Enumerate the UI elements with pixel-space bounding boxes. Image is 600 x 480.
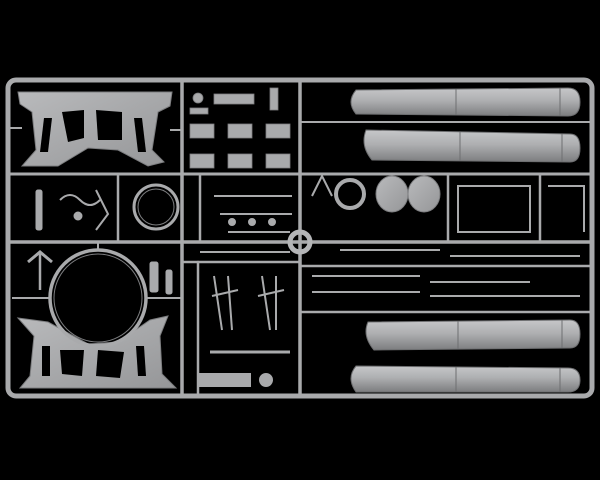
small-ring-part <box>132 183 180 231</box>
cradle-plate-upper <box>8 91 182 167</box>
barrel-half-3 <box>365 319 581 351</box>
central-gate-ring <box>287 229 313 255</box>
barrel-half-1 <box>350 87 581 117</box>
rod-parts <box>312 185 585 297</box>
cradle-plate-lower <box>16 315 178 389</box>
barrel-half-2 <box>363 129 581 163</box>
dome-parts <box>311 173 441 213</box>
turret-ring-part <box>12 242 182 348</box>
small-panel-parts <box>189 87 291 169</box>
sprue-frame <box>5 77 595 399</box>
detail-parts-left <box>27 189 173 295</box>
detail-parts-center <box>199 195 292 387</box>
barrel-half-4 <box>350 365 581 393</box>
